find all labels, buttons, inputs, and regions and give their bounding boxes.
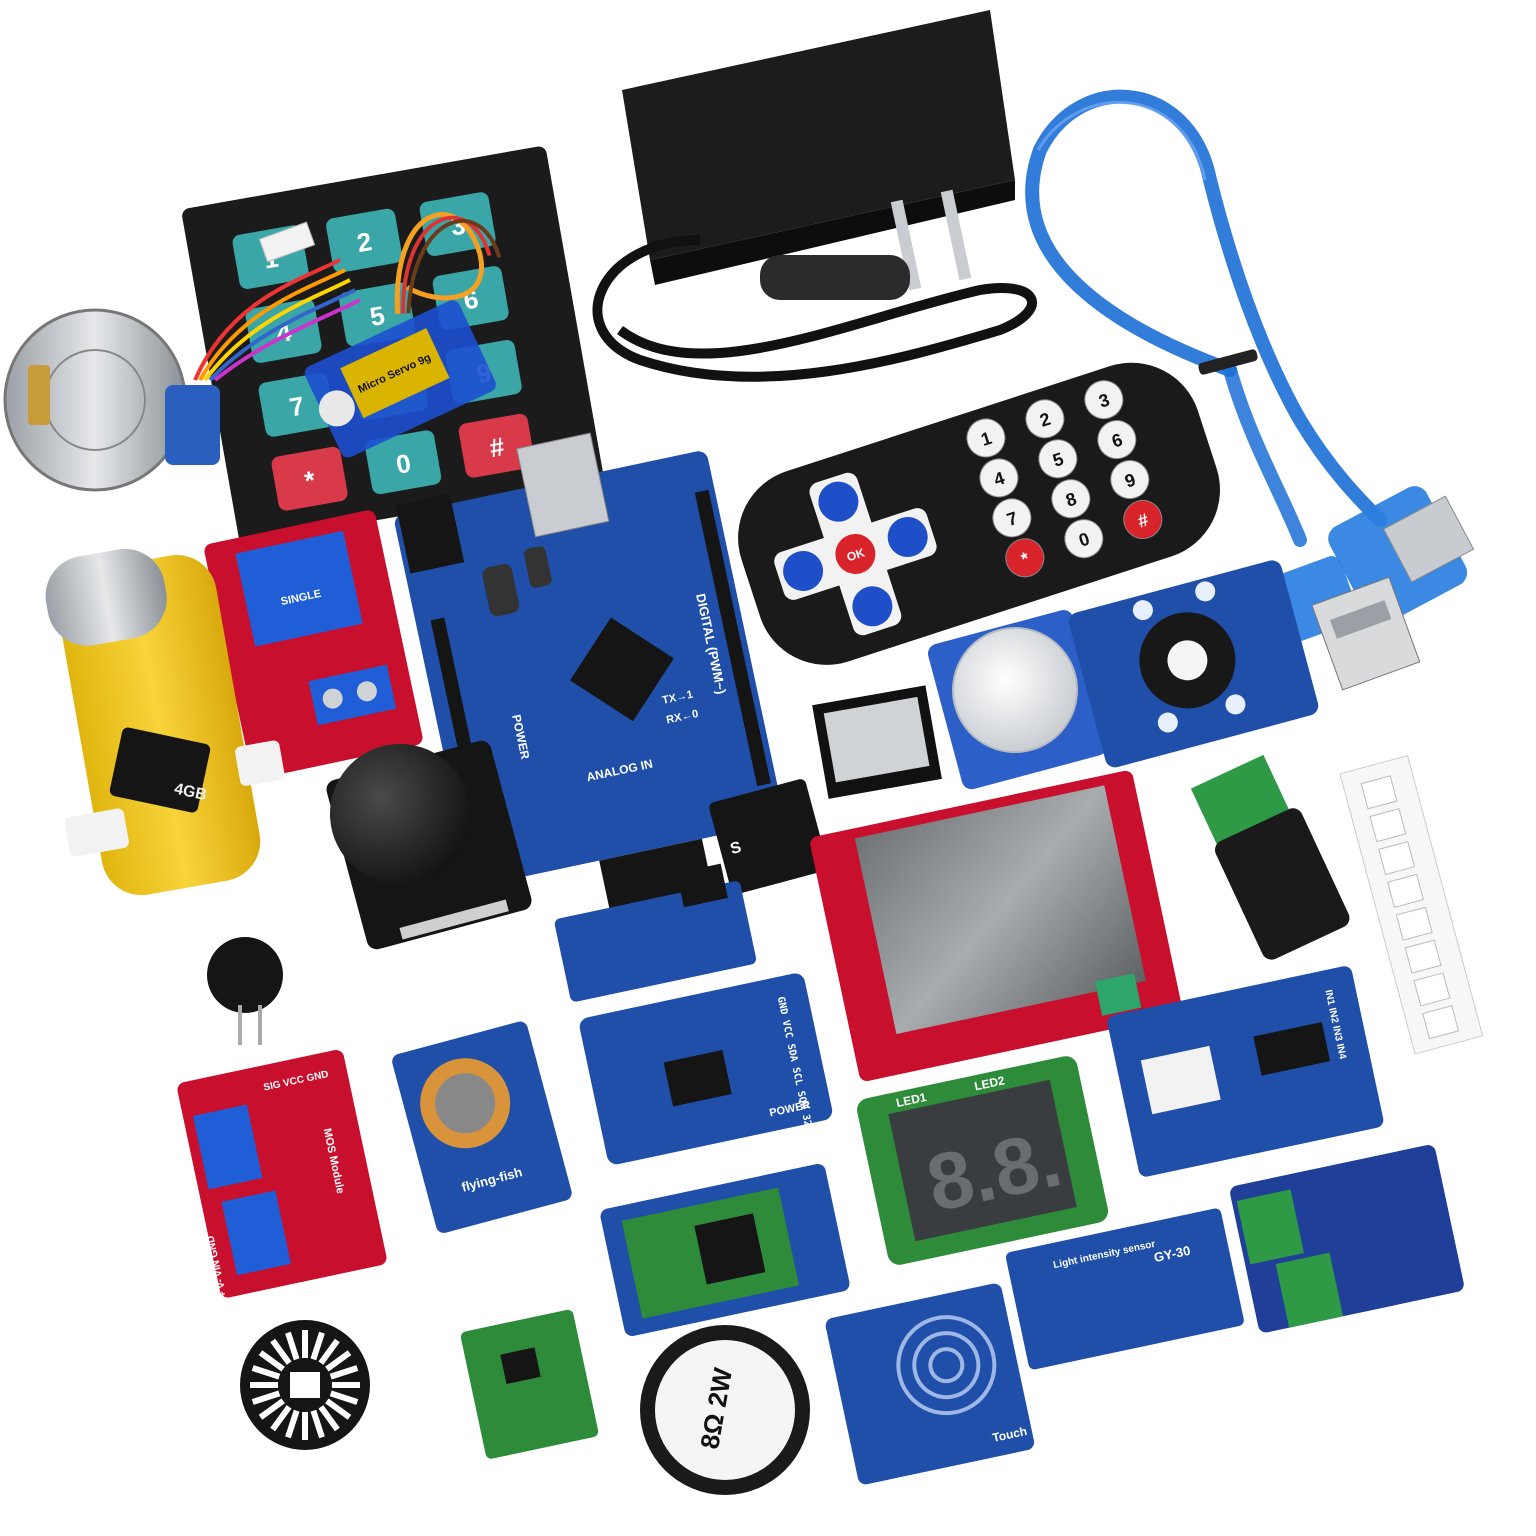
ir-receiver-pin-label: S [728, 839, 743, 858]
encoder-slot [302, 1412, 308, 1440]
keypad-key-label: 0 [394, 448, 413, 480]
rgb-led [1387, 873, 1424, 908]
keypad-key [271, 446, 348, 511]
rgb-led [1413, 972, 1451, 1007]
keypad-key-label: # [487, 431, 507, 463]
encoder-slot [250, 1382, 278, 1388]
remote-key [1025, 399, 1065, 439]
remote-ok-key [835, 533, 876, 574]
rtc-module: POWER GND VCC SDA SCL SQW 32K [579, 973, 833, 1165]
display-led2-label: LED2 [973, 1073, 1006, 1093]
remote-key [1051, 479, 1091, 519]
encoder-slot [251, 1365, 281, 1380]
joystick-module [326, 740, 532, 950]
keypad-key [458, 413, 535, 478]
bluetooth-module [600, 1163, 850, 1337]
rgb-led [1404, 939, 1442, 974]
encoder-slot [270, 1405, 292, 1432]
light-sensor-model: GY-30 [1152, 1243, 1191, 1265]
remote-arrow-key [887, 516, 928, 557]
remote-key [992, 498, 1032, 538]
light-intensity-sensor: Light intensity sensor GY-30 [1005, 1208, 1244, 1370]
remote-key [966, 418, 1006, 458]
dc-jack-adapter [1190, 754, 1350, 960]
sd-card-capacity: 4GB [173, 781, 209, 804]
seven-segment-display: LED1 LED2 8.8. [857, 1056, 1109, 1265]
pir-sensor [927, 610, 1108, 790]
encoder-slot [270, 1338, 292, 1365]
sd-card-module [812, 685, 942, 799]
encoder-slot [329, 1365, 359, 1380]
touch-sensor-module: Touch [825, 1283, 1035, 1485]
rgb-led [1360, 775, 1398, 810]
speaker: 8Ω 2W [640, 1325, 810, 1495]
stepper-driver-board: IN1 IN2 IN3 IN4 [1107, 966, 1384, 1177]
encoder-slot [318, 1405, 340, 1432]
rgb-led [1395, 906, 1433, 941]
encoder-slot [325, 1398, 352, 1420]
gear-motor [45, 548, 285, 896]
encoder-slot [285, 1331, 300, 1361]
rgb-led [1422, 1005, 1460, 1040]
motor-driver-module [1230, 1145, 1464, 1333]
pulse-sensor-module [460, 1309, 599, 1459]
remote-key [1005, 538, 1045, 578]
remote-key [1084, 380, 1124, 420]
encoder-slot [329, 1390, 359, 1405]
encoder-slot [310, 1331, 325, 1361]
remote-key [1064, 519, 1104, 559]
tft-lcd-module [810, 770, 1183, 1082]
remote-arrow-key [818, 481, 859, 522]
encoder-slot [258, 1350, 285, 1372]
remote-ok-label: OK [845, 545, 867, 564]
color-sensor-module [1068, 560, 1319, 768]
remote-arrow-key [783, 550, 824, 591]
remote-key [1123, 499, 1163, 539]
display-led1-label: LED1 [895, 1090, 928, 1110]
remote-key [979, 458, 1019, 498]
gas-sensor-module: flying-fish [392, 1021, 572, 1233]
rgb-led [1378, 840, 1416, 876]
keypad-key-label: 5 [368, 300, 387, 332]
remote-key [1110, 460, 1150, 500]
encoder-slot [332, 1382, 360, 1388]
power-adapter [592, 10, 1037, 382]
encoder-slot [310, 1409, 325, 1439]
micro-servo: Micro Servo 9g [304, 212, 502, 458]
rgb-led-strip [1339, 755, 1484, 1055]
usb-cable [1025, 89, 1475, 691]
buzzer [207, 937, 283, 1045]
encoder-slot [251, 1390, 281, 1405]
relay-module: SINGLE [204, 510, 423, 779]
micro-sd-card: 4GB [109, 727, 211, 813]
remote-arrow-key [852, 586, 893, 627]
keypad-key-label: 7 [287, 390, 306, 422]
encoder-slot [318, 1338, 340, 1365]
ir-receiver-module: S [709, 779, 828, 895]
remote-key [1038, 439, 1078, 479]
rgb-led [1369, 808, 1407, 843]
remote-key [1097, 420, 1137, 460]
encoder-disc [240, 1320, 370, 1450]
encoder-slot [325, 1350, 352, 1372]
mos-module: MOS Module SIG VCC GND V+ V- VIN GND [177, 1049, 387, 1305]
encoder-slot [258, 1398, 285, 1420]
encoder-slot [302, 1330, 308, 1358]
stepper-motor [3, 221, 361, 492]
keypad-key [326, 208, 403, 273]
encoder-slot [285, 1409, 300, 1439]
keypad-key-label: 2 [355, 226, 374, 258]
ir-obstacle-module [554, 863, 757, 1002]
keypad-key [365, 430, 442, 495]
